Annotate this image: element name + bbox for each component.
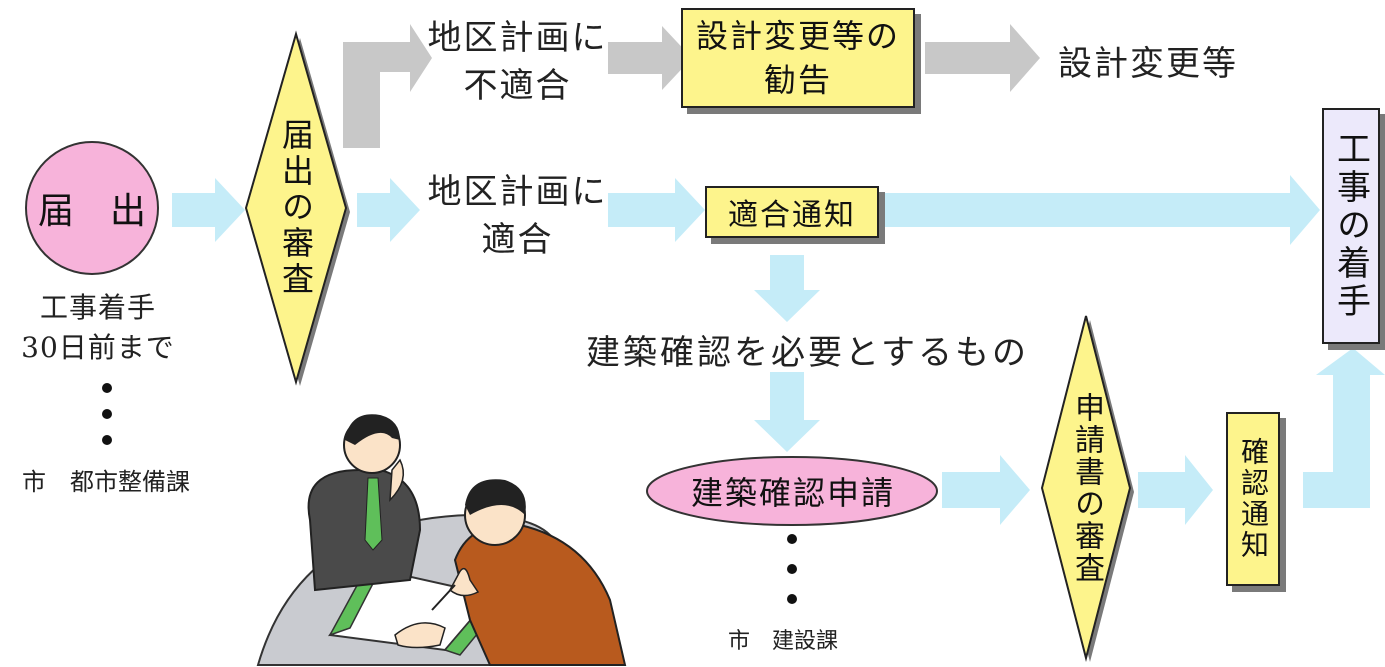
application-review-diamond [1040, 315, 1132, 662]
arrow-todokede-to-review [172, 178, 245, 242]
recommend-line2: 勧告 [763, 61, 832, 99]
arrow-compliant-to-notice [608, 178, 705, 242]
noncompliant-label: 地区計画に 不適合 [420, 14, 615, 110]
meeting-illustration [256, 414, 627, 666]
todokede-circle [25, 141, 159, 275]
compliance-notice-label: 適合通知 [728, 198, 856, 233]
confirmation-notice-label: 確認通知 [1237, 437, 1270, 561]
todokede-dept: 市 都市整備課 [22, 468, 190, 496]
todokede-node: 届 出 [26, 142, 158, 274]
confirmation-application-node: 建築確認申請 [648, 457, 938, 525]
confirmation-application-ellipse [646, 456, 938, 526]
application-dot-3 [787, 594, 797, 604]
design-change-label: 設計変更等 [1058, 44, 1238, 84]
gray-arrow-to-recommend [608, 26, 692, 90]
application-review-node: 申請書の審査 [1042, 370, 1130, 606]
arrow-review-to-confirmation [1138, 455, 1213, 525]
arrow-needs-down [754, 372, 820, 452]
arrow-notice-down [754, 255, 820, 322]
confirmation-notice-box: 確認通知 [1226, 412, 1280, 586]
noncompliant-line1: 地区計画に [427, 18, 608, 58]
todokede-note-line2: 30日前まで [21, 331, 175, 364]
todokede-dot-3 [102, 435, 112, 445]
review-node: 届出の審査 [246, 108, 346, 308]
todokede-note-line1: 工事着手 [39, 291, 156, 324]
review-label: 届出の審査 [277, 118, 315, 298]
application-dot-1 [787, 534, 797, 544]
noncompliant-line2: 不適合 [463, 66, 572, 106]
gray-arrow-to-design-change [925, 24, 1040, 92]
arrow-application-to-review [942, 455, 1030, 525]
todokede-dot-1 [102, 383, 112, 393]
gray-branch-arrow [343, 24, 432, 148]
confirmation-application-label: 建築確認申請 [690, 474, 895, 512]
construction-start-label: 工事の着手 [1330, 131, 1371, 321]
application-dept: 市 建設課 [728, 629, 839, 654]
application-review-label: 申請書の審査 [1069, 392, 1104, 584]
compliance-notice-box: 適合通知 [705, 186, 879, 238]
review-diamond [244, 30, 348, 386]
recommend-line1: 設計変更等の [695, 17, 900, 55]
todokede-deadline-note: 工事着手 30日前まで [18, 288, 178, 368]
arrow-review-to-compliant [357, 178, 420, 242]
application-dot-2 [787, 564, 797, 574]
construction-start-box: 工事の着手 [1322, 108, 1380, 344]
recommend-box: 設計変更等の 勧告 [681, 8, 915, 108]
compliant-label: 地区計画に 適合 [420, 168, 615, 264]
todokede-label: 届 出 [37, 191, 146, 232]
arrow-confirmation-to-start [1303, 348, 1385, 508]
compliant-line2: 適合 [481, 220, 554, 260]
todokede-dot-2 [102, 409, 112, 419]
compliant-line1: 地区計画に [427, 172, 608, 212]
arrow-notice-to-start [885, 175, 1320, 245]
needs-confirmation-label: 建築確認を必要とするもの [586, 333, 1029, 373]
